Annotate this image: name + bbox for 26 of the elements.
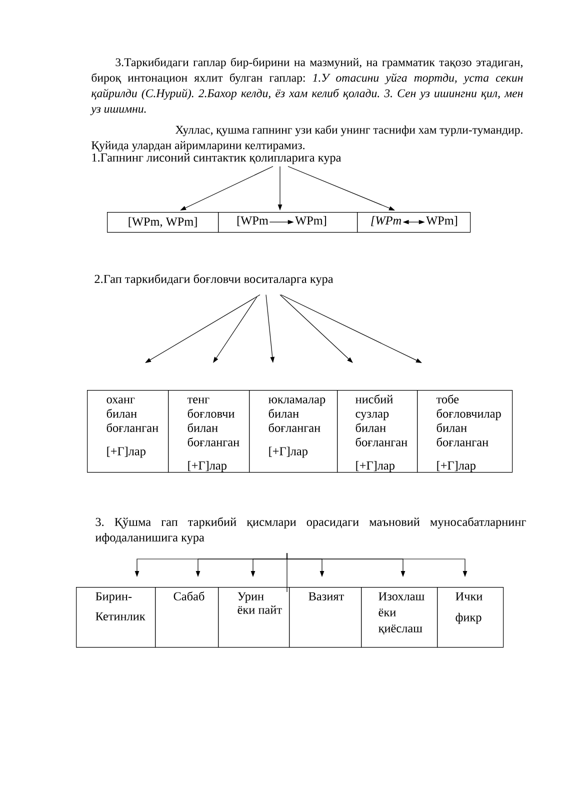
- heading: 1.Гапнинг лисоний синтактик қолипларига кура: [92, 153, 342, 164]
- table-cell: нисбий сузлар билан боғланган [+Г]лар: [337, 390, 418, 473]
- table-cell: [357, 212, 471, 233]
- formula-term: WPm]: [295, 216, 326, 226]
- table-cell: Ички фикр: [437, 587, 504, 648]
- table-cell: [WPm, WPm]: [107, 212, 219, 233]
- table-cell: тенг боғловчи билан боғланган [+Г]лар: [168, 390, 250, 473]
- formula-term: WPm]: [426, 216, 458, 226]
- paragraph: 3.Таркибидаги гаплар бир-бирини на мазмуний, на грамматик тақозо этадиган, бироқ интонацион яхлит булган гаплар: 1.У отасини уйга тортди, уста секин қайрилди (С.Нурий). 2.Бахор келди, ёз хам келиб қолади. 3. Сен уз ишингни қил, мен уз ишимни.: [90, 58, 523, 116]
- heading: 3. Қўшма гап таркибий қисмлари орасидаги маъновий муносабатларнинг ифодаланишига кура: [95, 517, 526, 544]
- table-cell: Сабаб: [155, 587, 219, 648]
- table-cell: Вазият: [289, 587, 362, 648]
- paragraph: Хуллас, қушма гапнинг узи каби унинг таснифи хам турли-тумандир. Қуйида улардан айримларини келтирамиз.: [92, 125, 522, 152]
- table-cell: Бирин-Кетинлик: [76, 587, 156, 648]
- table-cell: Урин ёки пайт: [218, 587, 290, 648]
- arrow: [280, 294, 353, 363]
- formula-term: [WPm: [371, 216, 402, 226]
- heading: 2.Гап таркибидаги боғловчи воситаларга кура: [94, 274, 334, 286]
- arrow: [145, 294, 260, 363]
- table-cell: юкламалар билан боғланган [+Г]лар: [249, 390, 338, 473]
- arrow: [213, 296, 258, 363]
- table-cell: Изохлаш ёки қиёслаш: [361, 587, 438, 648]
- formula-term: [WPm: [237, 216, 268, 226]
- table-cell: [218, 212, 358, 233]
- table-cell: тобе боғловчилар билан боғланган [+Г]лар: [417, 390, 513, 473]
- table-cell: оханг билан боғланган [+Г]лар: [87, 390, 169, 473]
